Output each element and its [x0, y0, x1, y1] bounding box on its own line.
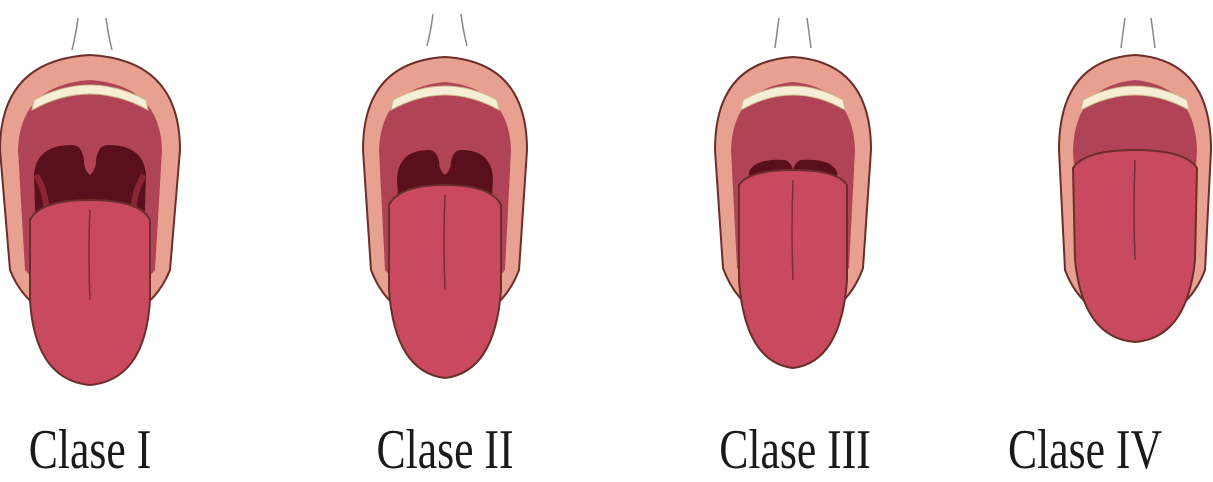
- mallampati-class-1: Clase I: [0, 0, 220, 482]
- mallampati-class-3: Clase III: [665, 0, 925, 482]
- mouth-illustration-class-4: [955, 0, 1213, 400]
- nose-lines: [1121, 18, 1155, 48]
- nose-lines: [427, 14, 467, 46]
- class-label-3: Clase III: [694, 420, 897, 480]
- nose-lines: [72, 18, 112, 50]
- class-label-1: Clase I: [0, 420, 191, 480]
- mouth-illustration-class-2: [315, 0, 575, 400]
- nose-lines: [775, 18, 811, 48]
- mouth-illustration-class-1: [0, 0, 220, 400]
- class-label-4: Clase IV: [984, 420, 1187, 480]
- mouth-illustration-class-3: [665, 0, 925, 400]
- mallampati-class-2: Clase II: [315, 0, 575, 482]
- class-label-2: Clase II: [344, 420, 547, 480]
- mallampati-class-4: Clase IV: [955, 0, 1213, 482]
